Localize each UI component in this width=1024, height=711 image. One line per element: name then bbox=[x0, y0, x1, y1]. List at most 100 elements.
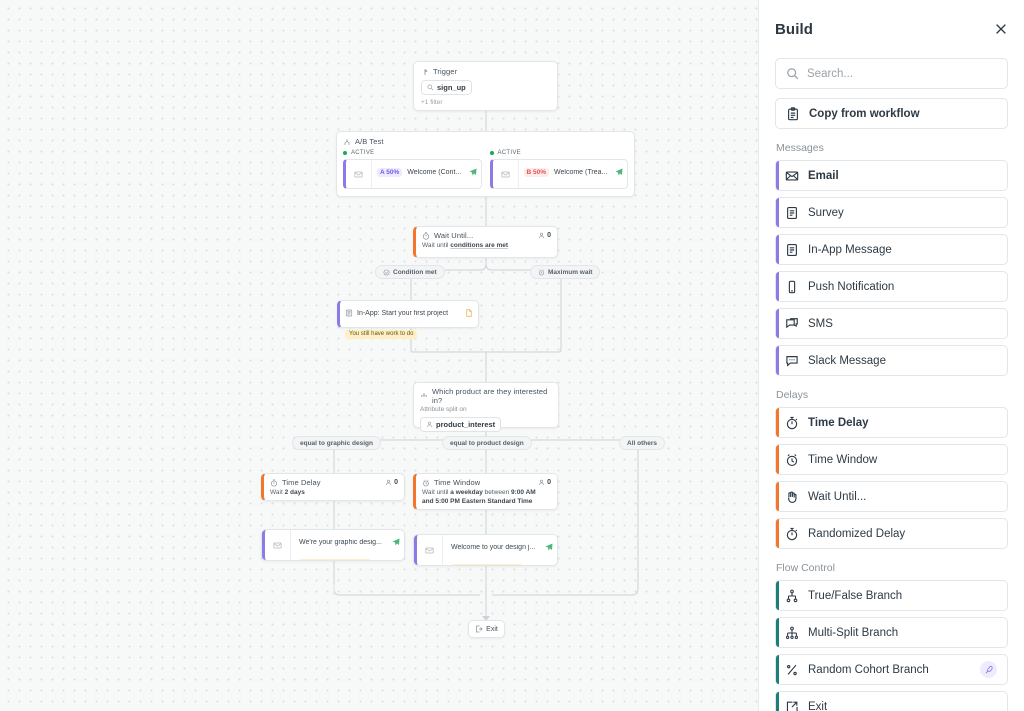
clipboard-icon bbox=[786, 106, 800, 121]
email-name: Welcome to your design j... bbox=[451, 543, 536, 551]
in-app-warning: You still have work to do bbox=[345, 329, 418, 339]
node-email-graphic-design[interactable]: We're your graphic desig... You still ha… bbox=[261, 529, 405, 561]
palette-item-sms[interactable]: SMS bbox=[775, 308, 1008, 339]
node-time-delay[interactable]: Time Delay 0 Wait 2 days bbox=[261, 473, 405, 501]
palette-item-label: Exit bbox=[808, 700, 828, 711]
attribute-icon bbox=[426, 421, 433, 428]
palette-item-survey[interactable]: Survey bbox=[775, 197, 1008, 228]
time-window-day: a weekday bbox=[450, 489, 483, 496]
search-input[interactable] bbox=[807, 67, 997, 80]
ab-warning-a: You still have work to do bbox=[377, 189, 449, 190]
node-email-product-design[interactable]: Welcome to your design j... You still ha… bbox=[413, 534, 558, 566]
node-time-window[interactable]: Time Window 0 Wait until a weekday betwe… bbox=[413, 473, 558, 510]
branch-label-all-others[interactable]: All others bbox=[619, 436, 665, 450]
in-app-message-icon bbox=[785, 243, 799, 257]
time-window-icon bbox=[785, 453, 799, 467]
wait-until-conditions-link[interactable]: conditions are met bbox=[450, 242, 509, 249]
people-count: 0 bbox=[538, 479, 551, 486]
panel-title: Build bbox=[775, 20, 813, 38]
palette-item-true-false-branch[interactable]: True/False Branch bbox=[775, 580, 1008, 611]
email-thumb-icon bbox=[265, 530, 291, 560]
ab-branch-b-status: ACTIVE bbox=[497, 150, 521, 156]
time-delay-icon bbox=[270, 478, 278, 487]
email-thumb-icon bbox=[346, 160, 372, 188]
branch-label-text: All others bbox=[627, 439, 657, 447]
palette-item-exit[interactable]: Exit bbox=[775, 691, 1008, 711]
survey-icon bbox=[785, 206, 799, 220]
palette-item-random-cohort-branch[interactable]: Random Cohort Branch bbox=[775, 654, 1008, 685]
palette-item-label: In-App Message bbox=[808, 243, 892, 256]
trigger-title: Trigger bbox=[433, 67, 458, 76]
palette-item-label: Randomized Delay bbox=[808, 527, 906, 540]
workflow-canvas[interactable]: Trigger sign_up +1 filter A/ bbox=[0, 0, 758, 711]
exit-label: Exit bbox=[486, 625, 498, 633]
time-window-title: Time Window bbox=[434, 478, 481, 487]
branch-label-maximum-wait[interactable]: Maximum wait bbox=[530, 265, 601, 279]
time-window-line1-mid: between bbox=[482, 489, 512, 496]
palette-item-in-app-message[interactable]: In-App Message bbox=[775, 234, 1008, 265]
email-thumb-icon bbox=[493, 160, 519, 188]
branch-label-text: equal to graphic design bbox=[300, 439, 373, 447]
node-exit[interactable]: Exit bbox=[468, 620, 505, 638]
wait-until-icon bbox=[422, 231, 430, 240]
ab-warning-b: You still have work to do bbox=[524, 189, 596, 190]
time-delay-text-prefix: Wait bbox=[270, 489, 285, 496]
time-delay-icon bbox=[785, 416, 799, 430]
node-trigger[interactable]: Trigger sign_up +1 filter bbox=[413, 61, 558, 111]
palette-item-slack-message[interactable]: Slack Message bbox=[775, 345, 1008, 376]
ab-branch-b[interactable]: ACTIVE B 50% Welcome (Trea... bbox=[489, 150, 628, 190]
time-delay-people-count: 0 bbox=[394, 479, 398, 486]
ab-split-a: A 50% bbox=[377, 167, 403, 177]
multi-split-icon bbox=[420, 392, 428, 400]
node-multi-split-branch[interactable]: Which product are they interested in? At… bbox=[413, 382, 559, 432]
trigger-event-name: sign_up bbox=[437, 83, 466, 92]
ab-split-b: B 50% bbox=[523, 167, 550, 177]
trigger-filter-count: +1 filter bbox=[421, 99, 443, 106]
palette-item-push-notification[interactable]: Push Notification bbox=[775, 271, 1008, 302]
branch-label-graphic-design[interactable]: equal to graphic design bbox=[292, 436, 381, 450]
palette-item-label: Time Delay bbox=[808, 416, 869, 429]
send-icon bbox=[545, 538, 553, 556]
palette-item-multi-split-branch[interactable]: Multi-Split Branch bbox=[775, 617, 1008, 648]
exit-icon bbox=[785, 700, 799, 711]
palette-item-label: Wait Until... bbox=[808, 490, 867, 503]
palette-item-wait-until[interactable]: Wait Until... bbox=[775, 481, 1008, 512]
email-warning: You still have work to do bbox=[451, 563, 524, 565]
node-ab-test[interactable]: A/B Test ACTIVE bbox=[336, 131, 635, 197]
ab-message-card-b[interactable]: B 50% Welcome (Trea... You still have wo… bbox=[489, 159, 628, 190]
copy-from-workflow-button[interactable]: Copy from workflow bbox=[775, 98, 1008, 129]
node-in-app-message[interactable]: In-App: Start your first project You sti… bbox=[337, 300, 479, 339]
palette-item-time-window[interactable]: Time Window bbox=[775, 444, 1008, 475]
wait-until-text-prefix: Wait until bbox=[422, 242, 451, 249]
branch-label-text: equal to product design bbox=[450, 439, 524, 447]
node-wait-until[interactable]: Wait Until... 0 Wait until conditions ar… bbox=[413, 226, 558, 258]
trigger-event-chip[interactable]: sign_up bbox=[421, 80, 472, 95]
palette-item-randomized-delay[interactable]: Randomized Delay bbox=[775, 518, 1008, 549]
search-box[interactable] bbox=[775, 58, 1008, 89]
multi-split-subtitle: Attribute split on bbox=[420, 406, 467, 413]
branch-label-condition-met[interactable]: Condition met bbox=[375, 265, 445, 279]
rocket-icon bbox=[980, 661, 997, 678]
search-icon bbox=[786, 67, 799, 80]
panel-header: Build bbox=[775, 0, 1008, 58]
palette-item-label: Multi-Split Branch bbox=[808, 626, 899, 639]
slack-message-icon bbox=[785, 354, 799, 368]
branch-label-product-design[interactable]: equal to product design bbox=[442, 436, 532, 450]
random-cohort-branch-icon bbox=[785, 663, 799, 677]
in-app-icon bbox=[345, 309, 353, 317]
multi-split-attribute-chip[interactable]: product_interest bbox=[420, 417, 502, 432]
copy-from-workflow-label: Copy from workflow bbox=[809, 107, 920, 120]
palette-item-label: SMS bbox=[808, 317, 833, 330]
ab-message-card-a[interactable]: A 50% Welcome (Cont... You still have wo… bbox=[343, 159, 482, 189]
ab-branch-a[interactable]: ACTIVE A 50% Welcome (Cont... bbox=[343, 150, 482, 189]
palette-item-time-delay[interactable]: Time Delay bbox=[775, 407, 1008, 438]
palette-item-email[interactable]: Email bbox=[775, 160, 1008, 191]
sms-icon bbox=[785, 317, 799, 331]
palette-item-label: Slack Message bbox=[808, 354, 886, 367]
email-thumb-icon bbox=[417, 535, 443, 565]
push-notification-icon bbox=[785, 280, 799, 294]
build-panel: Build Copy fro bbox=[758, 0, 1024, 711]
close-icon[interactable] bbox=[994, 22, 1008, 36]
randomized-delay-icon bbox=[785, 527, 799, 541]
time-window-end: and 5:00 PM Eastern Standard Time bbox=[422, 497, 533, 505]
